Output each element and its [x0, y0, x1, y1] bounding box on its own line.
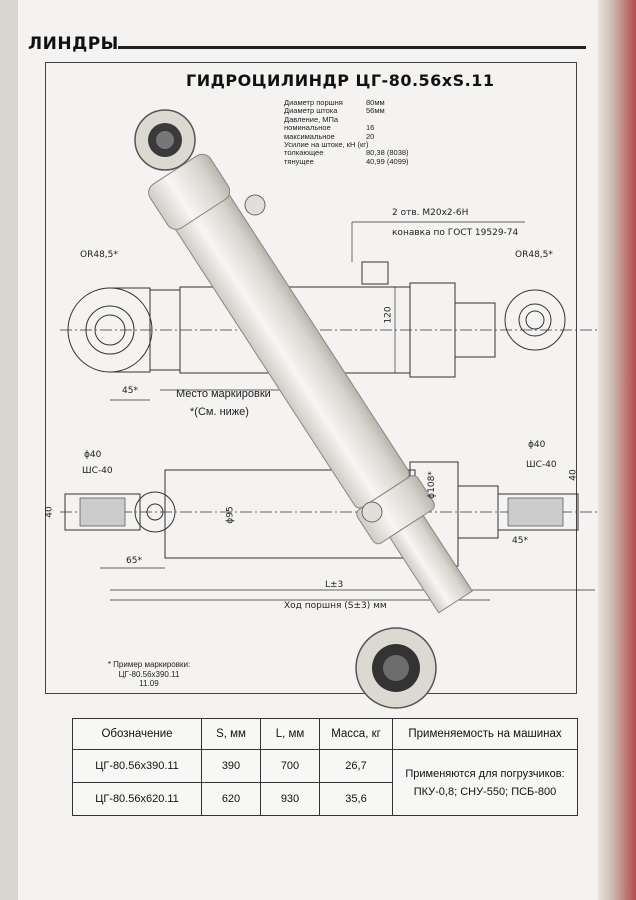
- applicability-line2: ПКУ-0,8; СНУ-550; ПСБ-800: [413, 785, 557, 798]
- cell-applicability: Применяются для погрузчиков: ПКУ-0,8; СН…: [392, 749, 578, 816]
- see-below-label: *(См. ниже): [190, 406, 249, 418]
- cell-mass: 26,7: [319, 749, 393, 783]
- shs40-left: ШС-40: [82, 466, 113, 476]
- table-row: ЦГ-80.56х620.11 620 930 35,6: [72, 782, 578, 816]
- marking-place-label: Место маркировки: [176, 388, 271, 400]
- spec-rod-value: 56мм: [366, 106, 385, 116]
- dim-40-left: 40: [44, 506, 55, 518]
- col-header-l: L, мм: [260, 718, 320, 750]
- spec-nominal-value: 16: [366, 123, 375, 133]
- spec-rod-label: Диаметр штока: [284, 106, 338, 116]
- page-title: ГИДРОЦИЛИНДР ЦГ-80.56хS.11: [186, 71, 495, 90]
- d40-left: ϕ40: [84, 450, 102, 460]
- radius-left: OR48,5*: [80, 250, 118, 260]
- cell-designation: ЦГ-80.56х390.11: [72, 749, 202, 783]
- spec-nominal-label: номинальное: [284, 123, 331, 133]
- col-header-mass: Масса, кг: [319, 718, 393, 750]
- spec-block: Диаметр поршня 80мм Диаметр штока 56мм Дав…: [284, 98, 409, 166]
- table-header-row: Обозначение S, мм L, мм Масса, кг Примен…: [72, 718, 578, 750]
- radius-right: OR48,5*: [515, 250, 553, 260]
- col-header-s: S, мм: [201, 718, 261, 750]
- shs40-right: ШС-40: [526, 460, 557, 470]
- dim-40-right: 40: [568, 469, 579, 481]
- dim-d108: ϕ108*: [426, 471, 437, 499]
- cylinder-render: [134, 109, 473, 709]
- applicability-line1: Применяются для погрузчиков:: [405, 767, 565, 780]
- spec-table: Обозначение S, мм L, мм Масса, кг Примен…: [72, 718, 578, 816]
- table-row: ЦГ-80.56х390.11 390 700 26,7 Применяются…: [72, 749, 578, 816]
- gost-note: конавка по ГОСТ 19529-74: [392, 228, 519, 238]
- holes-note: 2 отв. М20х2-6Н: [392, 208, 469, 218]
- bottom-view-drawing: [60, 461, 600, 601]
- dim-d95: ϕ95: [225, 506, 236, 524]
- marking-example-title: * Пример маркировки:: [107, 660, 191, 669]
- top-view-drawing: [60, 221, 600, 401]
- cell-mass: 35,6: [319, 782, 393, 816]
- spec-force-label: Усилие на штоке, кН (кг): [284, 140, 369, 150]
- marking-example-line2: 11.09: [139, 679, 159, 688]
- col-header-designation: Обозначение: [72, 718, 202, 750]
- book-spine: [598, 0, 636, 900]
- col-header-applicability: Применяемость на машинах: [392, 718, 578, 750]
- cell-designation: ЦГ-80.56х620.11: [72, 782, 202, 816]
- spec-max-value: 20: [366, 131, 375, 141]
- d40-right: ϕ40: [528, 440, 546, 450]
- drawing-frame: [45, 62, 577, 694]
- dim-45-bottom: 45*: [512, 536, 528, 546]
- dim-120: 120: [383, 306, 394, 324]
- dim-45-top: 45*: [122, 386, 138, 396]
- spec-piston-label: Диаметр поршня: [284, 98, 343, 107]
- spec-push-label: толкающее: [284, 148, 324, 158]
- cell-s: 620: [201, 782, 261, 816]
- spec-push-value: 80,38 (8038): [366, 148, 409, 158]
- header-rule: [118, 46, 586, 49]
- marking-example-line1: ЦГ-80.56х390.11: [118, 669, 180, 679]
- cell-s: 390: [201, 749, 261, 783]
- spec-pull-label: тянущее: [284, 156, 314, 166]
- spec-piston-value: 80мм: [366, 98, 385, 107]
- cell-l: 700: [260, 749, 320, 783]
- stroke-label: Ход поршня (S±3) мм: [284, 601, 387, 611]
- section-header: ЛИНДРЫ: [28, 34, 119, 54]
- dim-65: 65*: [126, 556, 142, 566]
- marking-example: * Пример маркировки: ЦГ-80.56х390.11 11.…: [94, 660, 204, 689]
- cell-l: 930: [260, 782, 320, 816]
- dim-l-tolerance: L±3: [325, 580, 344, 590]
- spec-max-label: максимальное: [284, 131, 335, 141]
- spec-pull-value: 40,99 (4099): [366, 156, 409, 166]
- spec-pressure-label: Давление, МПа: [284, 114, 339, 124]
